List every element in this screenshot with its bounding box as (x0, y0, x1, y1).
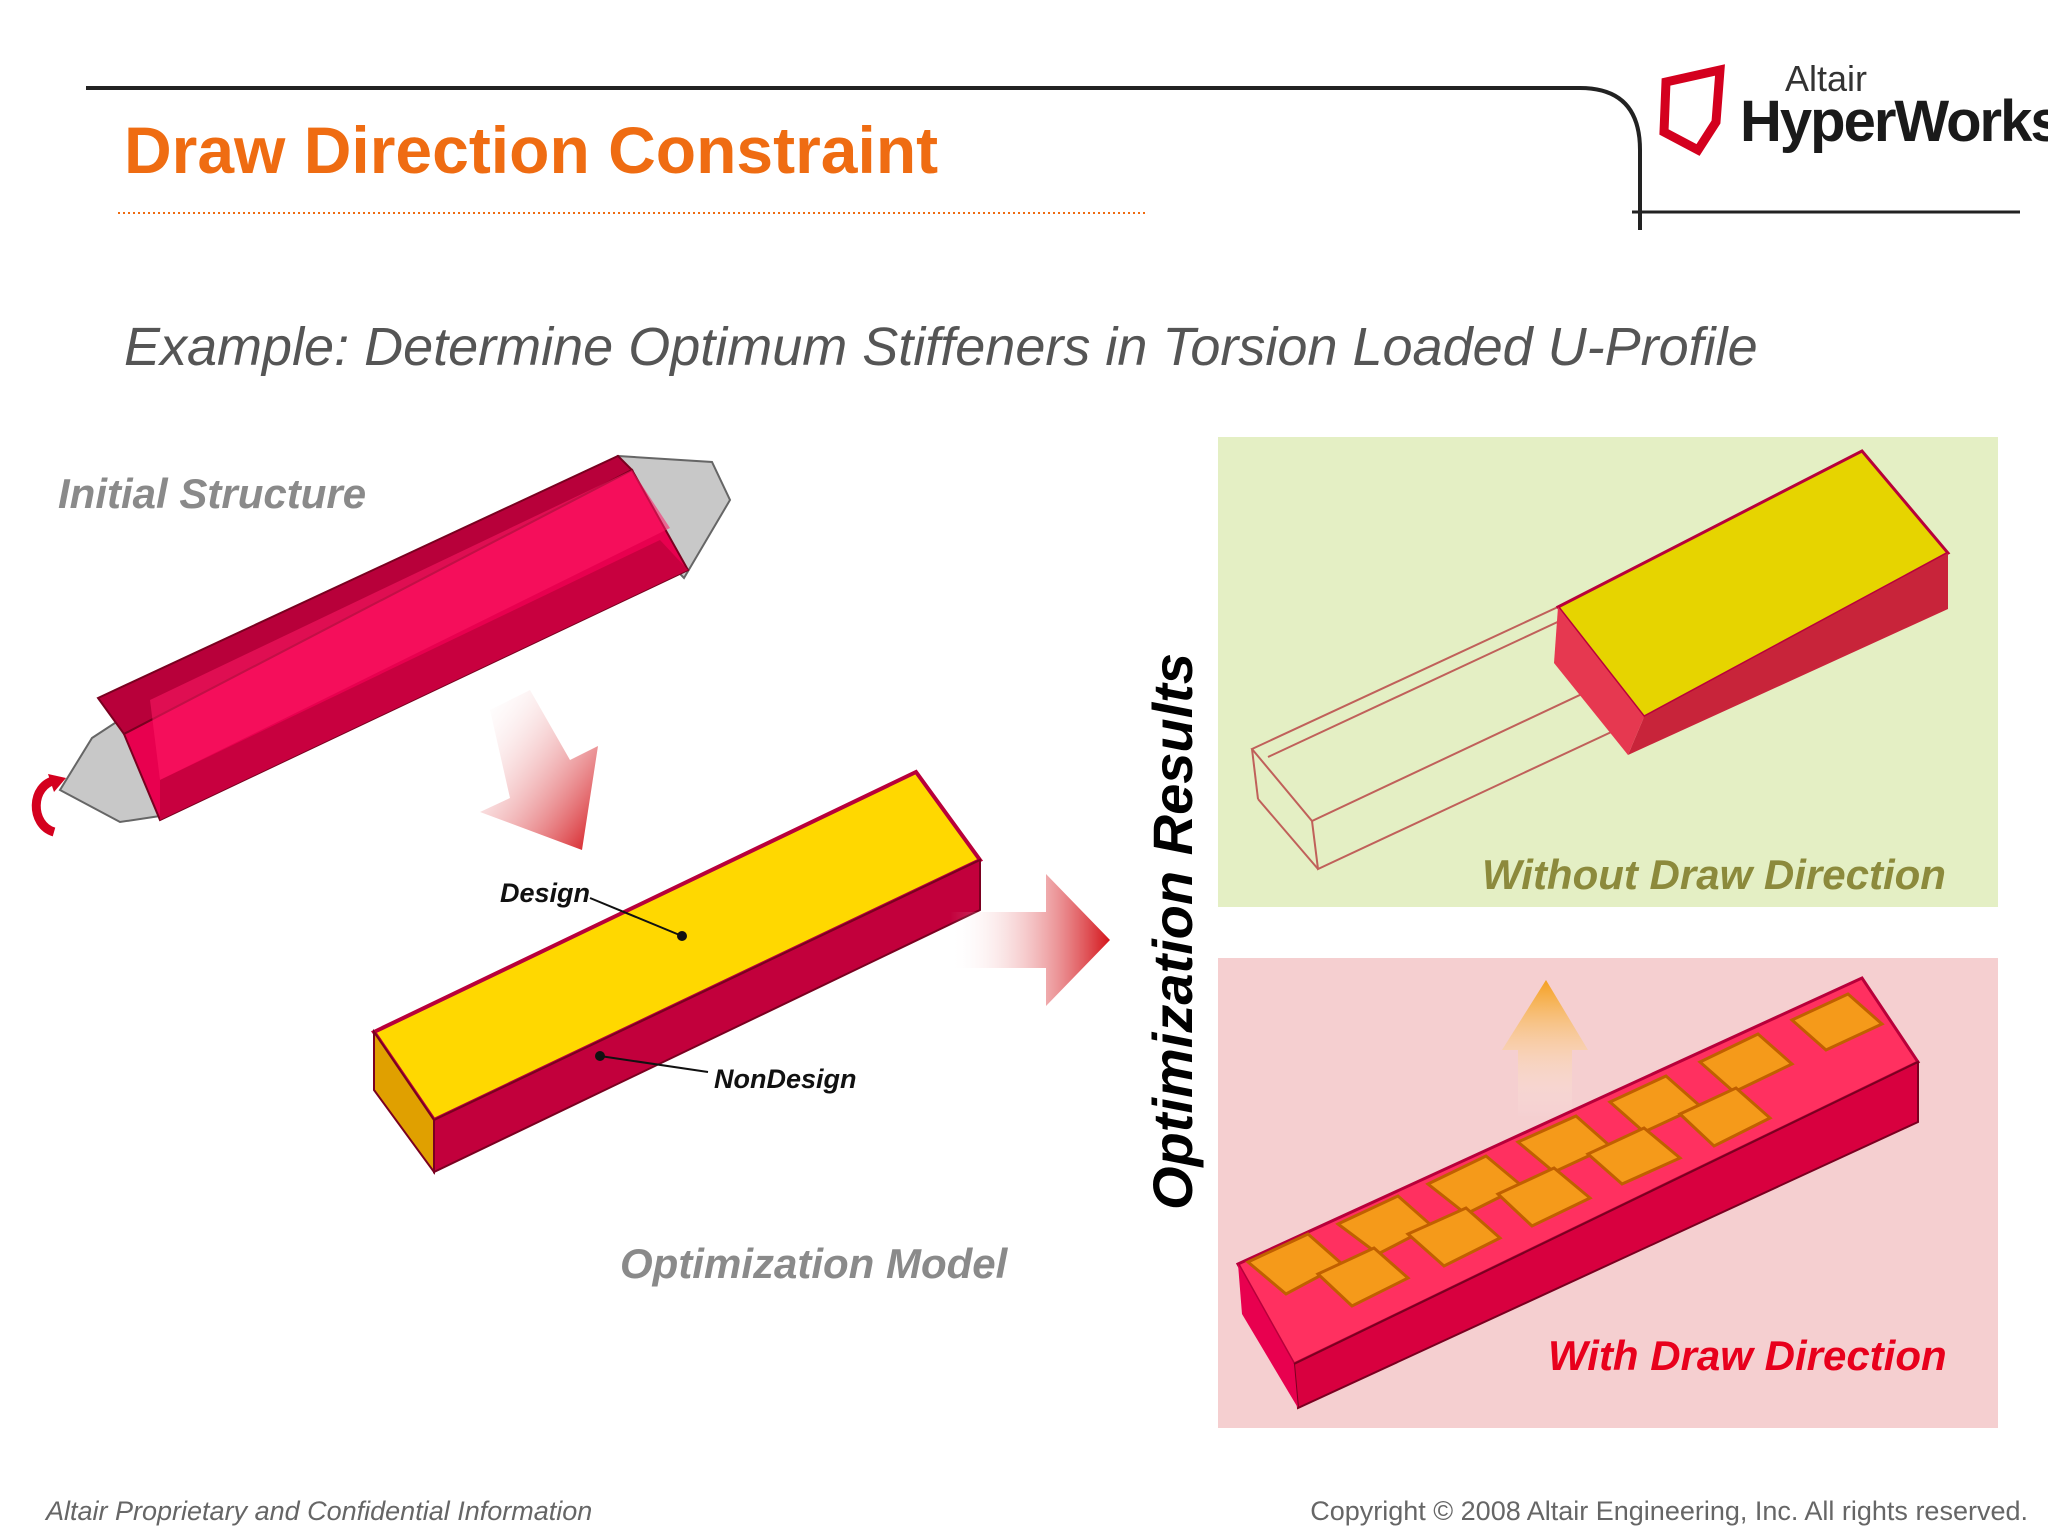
with-draw-direction-panel: With Draw Direction (1218, 958, 1998, 1428)
with-draw-direction-figure (1235, 976, 1921, 1410)
without-draw-direction-label: Without Draw Direction (1482, 851, 1946, 898)
page-title: Draw Direction Constraint (124, 113, 939, 187)
optimization-model-label: Optimization Model (620, 1240, 1008, 1287)
without-draw-direction-panel: Without Draw Direction (1218, 437, 1998, 907)
arrow-right-icon (950, 874, 1110, 1006)
without-draw-direction-figure (1250, 449, 1951, 871)
header-rule (86, 86, 2020, 230)
initial-structure-figure (31, 454, 732, 837)
with-draw-direction-label: With Draw Direction (1548, 1332, 1947, 1379)
page-subtitle: Example: Determine Optimum Stiffeners in… (124, 317, 1758, 377)
optimization-results-label: Optimization Results (1141, 653, 1204, 1210)
optimization-model-figure (371, 769, 984, 1176)
logo-hyperworks-text: HyperWorks (1740, 89, 2048, 154)
logo-altair-text: Altair (1785, 58, 1868, 99)
initial-structure-label: Initial Structure (58, 470, 367, 517)
altair-logo-icon (1659, 64, 1725, 156)
nondesign-label: NonDesign (714, 1064, 857, 1094)
design-label: Design (500, 878, 591, 908)
arrow-down-icon (480, 690, 598, 850)
footer-copyright: Copyright © 2008 Altair Engineering, Inc… (1310, 1496, 2028, 1526)
footer-confidential: Altair Proprietary and Confidential Info… (46, 1496, 593, 1526)
